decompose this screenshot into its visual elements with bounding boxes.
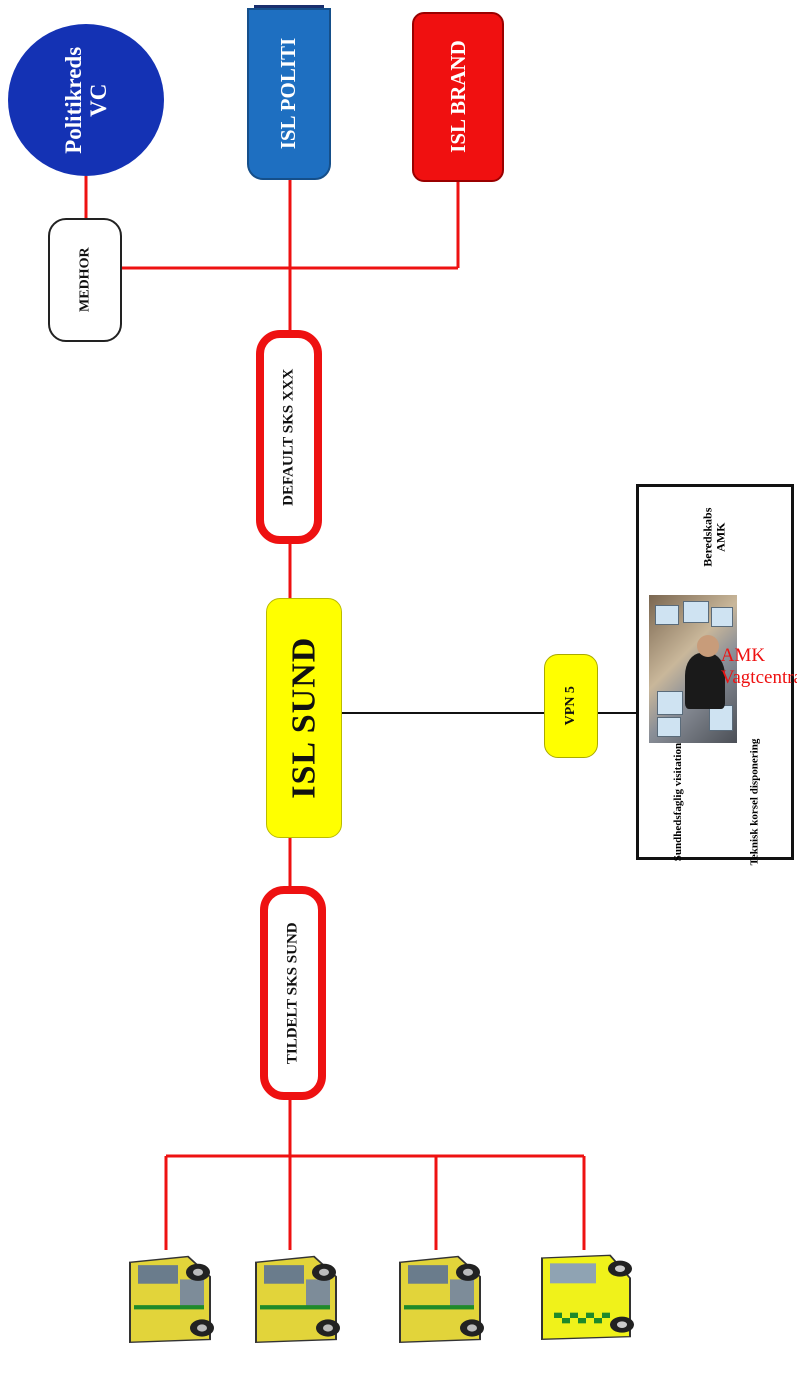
- ambulance-icon: [255, 1255, 340, 1344]
- isl-brand-label: ISL BRAND: [445, 40, 470, 154]
- sundhedsfaglig-label: Sundhedsfaglig visitation: [671, 742, 684, 862]
- isl-politi-node: ISL POLITI: [247, 8, 331, 180]
- vpn-label: VPN 5: [563, 686, 579, 726]
- teknisk-cell: Teknisk korsel disponering: [717, 739, 791, 866]
- sundhedsfaglig-cell: Sundhedsfaglig visitation: [639, 743, 717, 861]
- vpn-node: VPN 5: [544, 654, 598, 758]
- ambulance-icon: [129, 1255, 214, 1344]
- akutlaege-vehicle: [541, 1254, 634, 1341]
- isl-politi-label: ISL POLITI: [276, 38, 301, 150]
- beredskabs-amk-label: AMK: [713, 522, 728, 552]
- tildelt-sks-label: TILDELT SKS SUND: [284, 922, 301, 1064]
- beredskabs-cell: Beredskabs AMK: [639, 487, 791, 587]
- default-sks-node: DEFAULT SKS XXX: [256, 330, 322, 544]
- politikreds-vc-node: Politikreds VC: [8, 24, 164, 176]
- akutlaege-car-icon: [541, 1254, 634, 1341]
- isl-brand-node: ISL BRAND: [412, 12, 504, 182]
- ambulance-vehicle-3: [399, 1255, 484, 1344]
- tildelt-sks-node: TILDELT SKS SUND: [260, 886, 326, 1100]
- politikreds-label: Politikreds: [60, 46, 86, 154]
- ambulance-icon: [399, 1255, 484, 1344]
- ambulance-vehicle-1: [129, 1255, 214, 1344]
- vc-label: VC: [85, 83, 111, 117]
- medhor-node: MEDHOR: [48, 218, 122, 342]
- isl-sund-node: ISL SUND: [266, 598, 342, 838]
- teknisk-label: Teknisk korsel disponering: [747, 738, 760, 866]
- ambulance-vehicle-2: [255, 1255, 340, 1344]
- amk-vagtcentral-label: AMK Vagtcentral: [720, 645, 797, 688]
- medhor-label: MEDHOR: [77, 247, 93, 313]
- default-sks-label: DEFAULT SKS XXX: [280, 368, 297, 506]
- amk-panel: Beredskabs AMK AMK Vagtcentral Sundhedsf…: [636, 484, 797, 866]
- control-room-photo: [649, 595, 737, 743]
- amk-vagtcentral-cell: AMK Vagtcentral: [639, 587, 797, 747]
- isl-sund-label: ISL SUND: [285, 636, 323, 799]
